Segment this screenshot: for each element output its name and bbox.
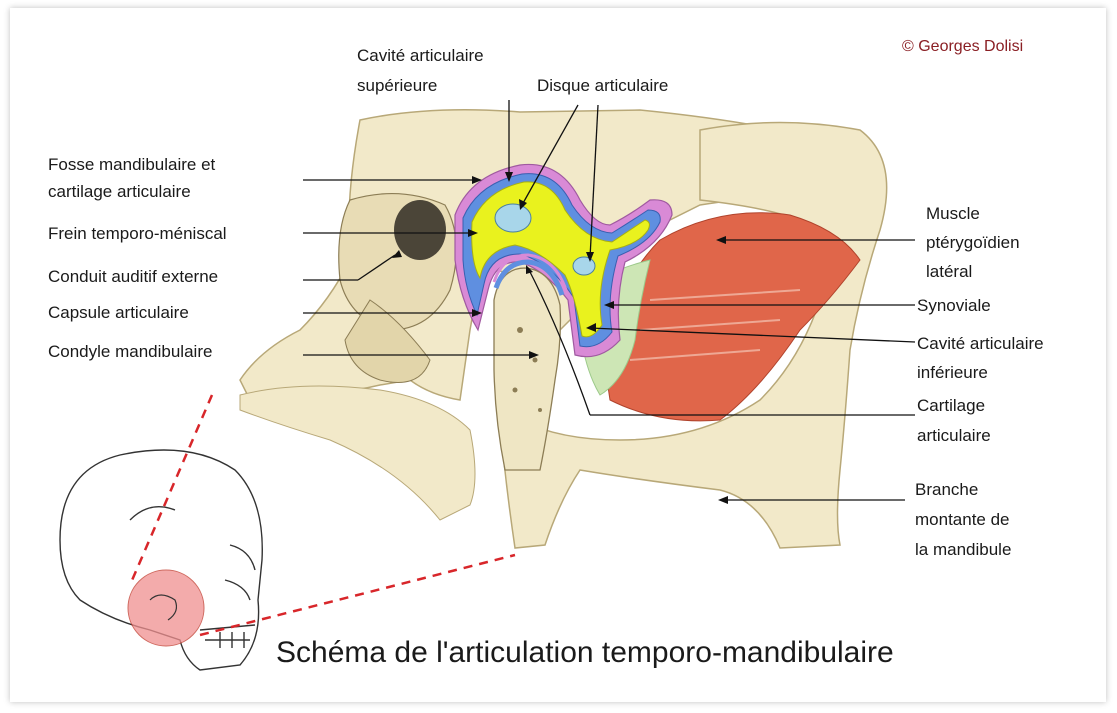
label-conduit-auditif: Conduit auditif externe — [48, 265, 218, 288]
label-fosse-line1: Fosse mandibulaire et — [48, 153, 215, 176]
label-cavite-inf-line1: Cavité articulaire — [917, 332, 1044, 355]
label-muscle-line3: latéral — [926, 260, 972, 283]
label-branche-line1: Branche — [915, 478, 978, 501]
label-condyle-mandibulaire: Condyle mandibulaire — [48, 340, 212, 363]
label-cavite-sup-line2: supérieure — [357, 74, 437, 97]
label-cavite-inf-line2: inférieure — [917, 361, 988, 384]
label-cavite-sup-line1: Cavité articulaire — [357, 44, 484, 67]
inset-highlight-circle — [128, 570, 204, 646]
label-muscle-line1: Muscle — [926, 202, 980, 225]
label-synoviale: Synoviale — [917, 294, 991, 317]
disc-circle-upper — [495, 204, 531, 232]
label-branche-line3: la mandibule — [915, 538, 1011, 561]
label-cartilage-line2: articulaire — [917, 424, 991, 447]
ear-canal-opening — [394, 200, 446, 260]
disc-circle-lower — [573, 257, 595, 275]
label-cartilage-line1: Cartilage — [917, 394, 985, 417]
lower-bone — [240, 386, 475, 520]
diagram-title: Schéma de l'articulation temporo-mandibu… — [276, 636, 894, 670]
label-frein-temporo-meniscal: Frein temporo-méniscal — [48, 222, 227, 245]
label-capsule-articulaire: Capsule articulaire — [48, 301, 189, 324]
label-branche-line2: montante de — [915, 508, 1010, 531]
label-fosse-line2: cartilage articulaire — [48, 180, 191, 203]
pointer-dash-upper — [130, 395, 212, 585]
label-disque-articulaire: Disque articulaire — [537, 74, 668, 97]
label-muscle-line2: ptérygoïdien — [926, 231, 1020, 254]
copyright-notice: © Georges Dolisi — [902, 38, 1023, 56]
